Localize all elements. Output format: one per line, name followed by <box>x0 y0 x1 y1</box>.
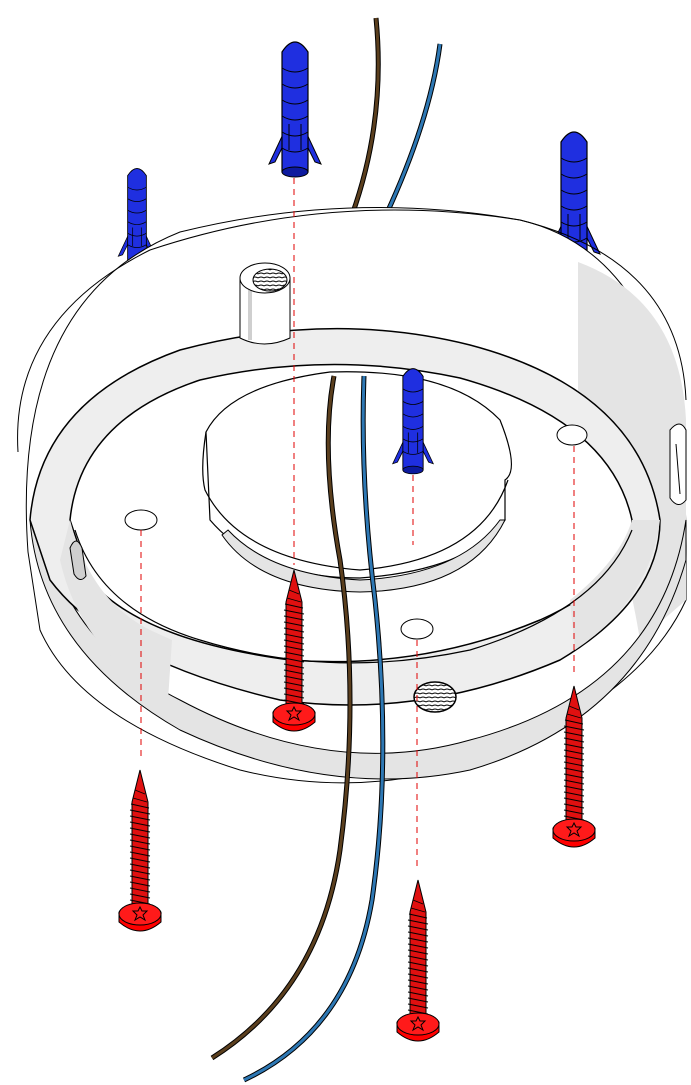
wall-plug-top <box>268 41 322 178</box>
threaded-post <box>239 262 291 345</box>
mounting-hole-right <box>556 424 588 446</box>
mounting-hole-center <box>400 618 434 640</box>
cable-blue-upper <box>383 43 443 217</box>
mounting-hole-left <box>124 509 158 531</box>
threaded-insert <box>413 681 457 713</box>
mounting-ring <box>17 207 687 784</box>
screw-4 <box>396 879 440 1042</box>
guide-lines <box>140 178 575 868</box>
screw-3 <box>118 769 162 932</box>
